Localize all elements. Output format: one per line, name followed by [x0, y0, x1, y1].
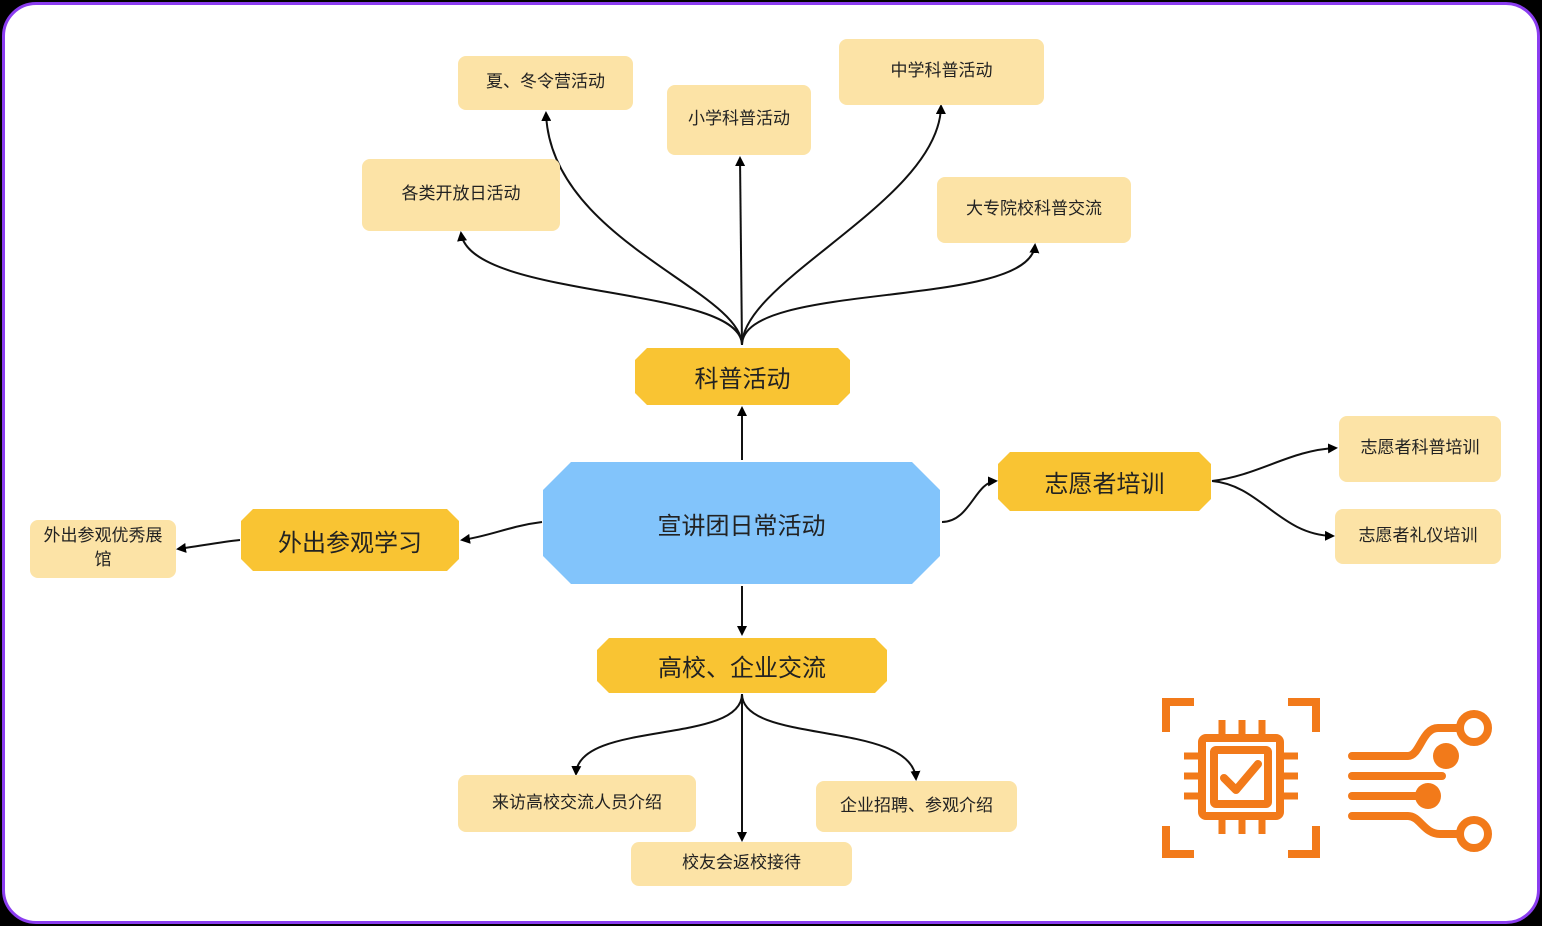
leaf-label: 志愿者礼仪培训 — [1358, 525, 1478, 546]
leaf-science-1: 夏、冬令营活动 — [458, 56, 633, 110]
leaf-visit-1: 外出参观优秀展馆 — [30, 520, 176, 578]
center-label: 宣讲团日常活动 — [657, 511, 826, 540]
leaf-label: 校友会返校接待 — [682, 853, 801, 874]
link-science-leaf-5 — [741, 243, 1040, 346]
leaf-label: 中学科普活动 — [890, 61, 993, 82]
link-science-leaf-3 — [741, 104, 946, 346]
link-exchange-leaf-1 — [571, 693, 743, 776]
leaf-science-3: 中学科普活动 — [839, 39, 1044, 105]
leaf-volunteer-2: 志愿者礼仪培训 — [1335, 509, 1501, 564]
link-center-visit — [460, 521, 543, 544]
link-volunteer-leaf-2 — [1211, 480, 1335, 541]
leaf-label: 来访高校交流人员介绍 — [492, 792, 662, 813]
leaf-label: 各类开放日活动 — [401, 184, 521, 205]
leaf-label: 企业招聘、参观介绍 — [840, 795, 993, 816]
link-visit-leaf-1 — [176, 539, 241, 553]
leaf-label: 外出参观优秀展馆 — [43, 526, 163, 570]
branch-volunteer-label: 志愿者培训 — [1044, 470, 1165, 498]
link-science-leaf-2 — [735, 156, 746, 346]
leaf-label: 夏、冬令营活动 — [486, 72, 605, 93]
leaf-science-5: 大专院校科普交流 — [937, 177, 1131, 243]
leaf-volunteer-1: 志愿者科普培训 — [1339, 416, 1501, 482]
link-science-leaf-4 — [457, 231, 743, 346]
leaf-exchange-2: 校友会返校接待 — [631, 842, 852, 886]
link-exchange-leaf-3 — [741, 693, 921, 781]
leaf-exchange-3: 企业招聘、参观介绍 — [816, 781, 1017, 832]
leaf-science-4: 各类开放日活动 — [362, 159, 560, 231]
leaf-exchange-1: 来访高校交流人员介绍 — [458, 775, 696, 832]
leaf-label: 小学科普活动 — [688, 109, 790, 130]
branch-science-label: 科普活动 — [694, 365, 791, 393]
link-volunteer-leaf-1 — [1211, 443, 1338, 482]
branch-visit-label: 外出参观学习 — [278, 528, 422, 557]
circuit-icon — [1348, 710, 1492, 852]
branch-exchange: 高校、企业交流 — [597, 638, 887, 693]
leaf-label: 大专院校科普交流 — [966, 199, 1102, 220]
leaf-label: 志愿者科普培训 — [1360, 438, 1480, 459]
branch-science: 科普活动 — [635, 348, 850, 405]
chip-check-icon — [1162, 698, 1320, 858]
branch-exchange-label: 高校、企业交流 — [658, 654, 826, 682]
branch-volunteer: 志愿者培训 — [998, 452, 1211, 511]
branch-visit: 外出参观学习 — [241, 509, 459, 571]
leaf-science-2: 小学科普活动 — [667, 85, 811, 155]
center-node: 宣讲团日常活动 — [543, 462, 940, 584]
link-center-volunteer — [941, 476, 998, 523]
